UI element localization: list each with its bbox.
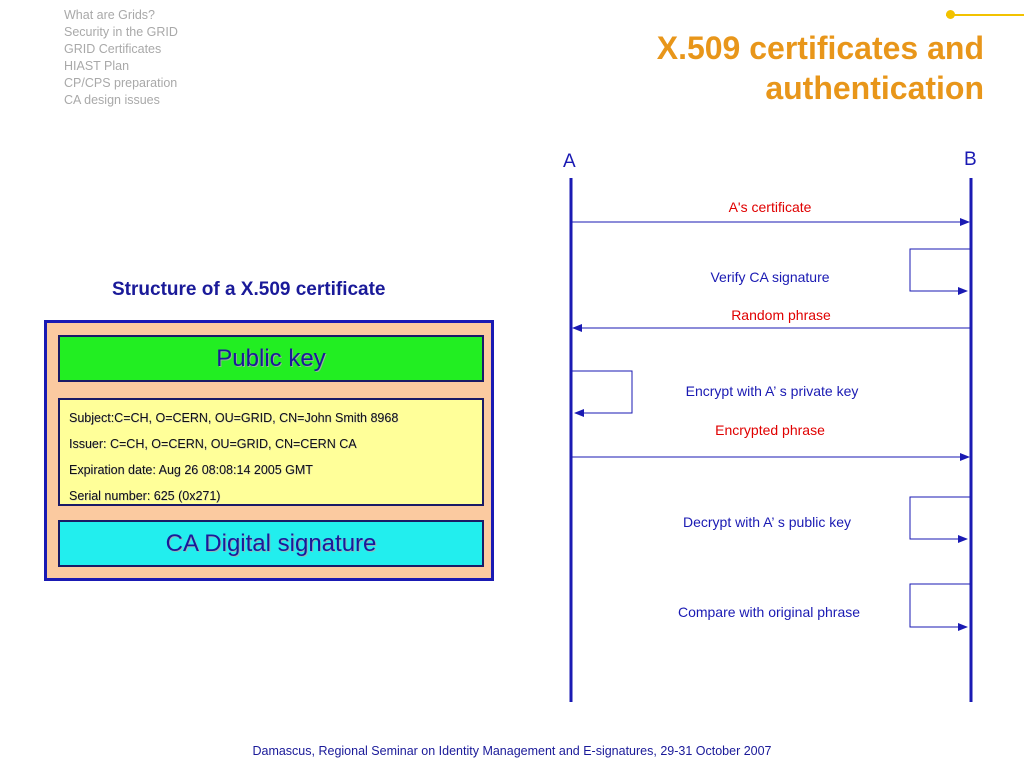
label-encrypt: Encrypt with A’ s private key — [685, 383, 859, 399]
nav-item[interactable]: CA design issues — [64, 93, 160, 107]
label-decrypt: Decrypt with A’ s public key — [682, 514, 852, 530]
party-a-label: A — [563, 151, 576, 172]
label-a-certificate: A's certificate — [728, 199, 812, 215]
serial-field: Serial number: 625 (0x271) — [69, 489, 221, 503]
public-key-block: Public key — [58, 335, 484, 382]
ca-signature-label: CA Digital signature — [165, 529, 377, 557]
public-key-label: Public key — [216, 344, 326, 372]
label-encrypted-phrase: Encrypted phrase — [715, 422, 825, 438]
structure-heading: Structure of a X.509 certificate — [112, 279, 386, 300]
expiration-field: Expiration date: Aug 26 08:08:14 2005 GM… — [69, 463, 313, 477]
section-nav: What are Grids? Security in the GRID GRI… — [64, 7, 178, 109]
certificate-fields: Subject:C=CH, O=CERN, OU=GRID, CN=John S… — [58, 398, 484, 506]
loop-compare — [909, 583, 970, 631]
nav-item[interactable]: CP/CPS preparation — [64, 76, 178, 90]
label-random-phrase: Random phrase — [731, 307, 831, 323]
slide-title: X.509 certificates and authentication — [464, 28, 984, 108]
slide-title-line2: authentication — [765, 70, 984, 106]
subject-field: Subject:C=CH, O=CERN, OU=GRID, CN=John S… — [69, 411, 399, 425]
decorative-line — [946, 14, 1024, 16]
nav-item[interactable]: HIAST Plan — [64, 59, 130, 73]
issuer-field: Issuer: C=CH, O=CERN, OU=GRID, CN=CERN C… — [69, 437, 357, 451]
ca-signature-block: CA Digital signature — [58, 520, 484, 567]
slide-title-line1: X.509 certificates and — [656, 30, 984, 66]
label-compare: Compare with original phrase — [677, 604, 861, 620]
nav-item[interactable]: What are Grids? — [64, 8, 156, 22]
nav-item[interactable]: GRID Certificates — [64, 42, 162, 56]
loop-verify-ca — [909, 248, 970, 295]
loop-decrypt — [909, 496, 970, 543]
nav-item[interactable]: Security in the GRID — [64, 25, 178, 39]
party-b-label: B — [964, 149, 977, 170]
decorative-dot — [946, 10, 955, 19]
footer-text: Damascus, Regional Seminar on Identity M… — [252, 744, 772, 758]
loop-encrypt — [572, 370, 633, 417]
label-verify-ca: Verify CA signature — [710, 269, 830, 285]
